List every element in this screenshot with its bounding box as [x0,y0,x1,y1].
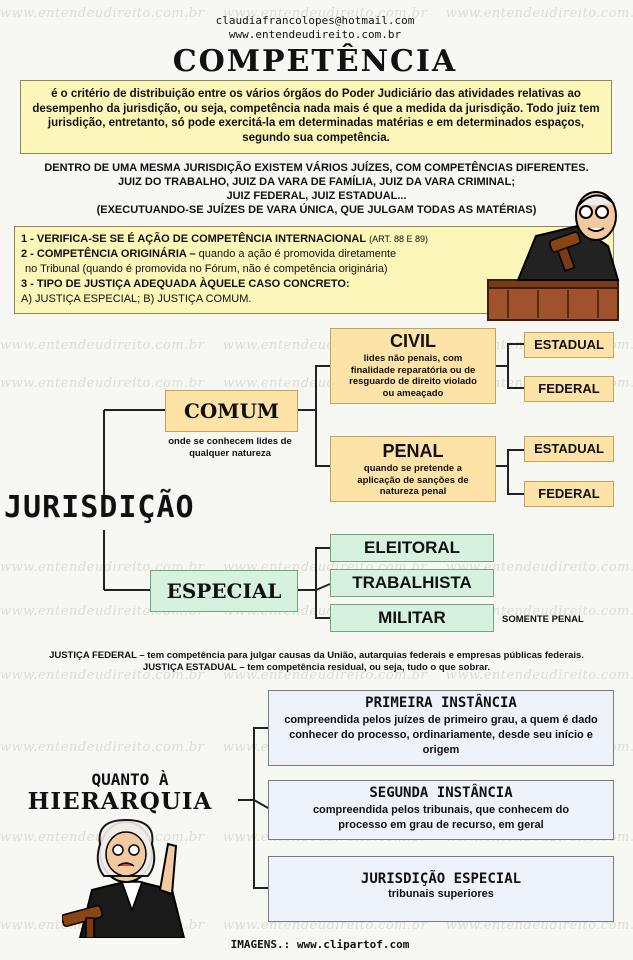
segunda-desc: compreendida pelos tribunais, que conhec… [312,804,570,831]
quanto-a-label: QUANTO À [91,770,169,789]
civil-node: CIVIL lides não penais, com finalidade r… [330,328,496,404]
jurisdicao-root: JURISDIÇÃO [4,490,195,525]
especial-label: ESPECIAL [166,579,282,603]
comum-label: COMUM [183,399,280,423]
justica-federal-note: JUSTIÇA FEDERAL – tem competência para j… [49,650,584,661]
definition-text: é o critério de distribuição entre os vá… [32,88,600,144]
penal-node: PENAL quando se pretende a aplicação de … [330,436,496,502]
watermark-row: www.entendeudireito.com.br www.entendeud… [0,668,633,683]
intro-line-3: JUIZ FEDERAL, JUIZ ESTADUAL... [226,190,407,202]
step-3: 3 - TIPO DE JUSTIÇA ADEQUADA ÀQUELE CASO… [21,278,350,290]
civil-title: CIVIL [389,331,436,351]
primeira-title: PRIMEIRA INSTÂNCIA [365,695,517,711]
intro-line-2: JUIZ DO TRABALHO, JUIZ DA VARA DE FAMÍLI… [117,176,515,188]
civil-estadual: ESTADUAL [524,332,614,358]
step-1: 1 - VERIFICA-SE SE É AÇÃO DE COMPETÊNCIA… [21,233,429,245]
definition-box: é o critério de distribuição entre os vá… [20,80,612,154]
intro-line-1: DENTRO DE UMA MESMA JURISDIÇÃO EXISTEM V… [44,162,589,174]
header-email[interactable]: claudiafrancolopes@hotmail.com [215,14,415,27]
page-title: COMPETÊNCIA [172,44,458,79]
watermark-row: www.entendeudireito.com.br www.entendeud… [0,6,633,21]
header-site[interactable]: www.entendeudireito.com.br [228,28,402,41]
trabalhista-node: TRABALHISTA [330,569,494,597]
primeira-desc: compreendida pelos juízes de primeiro gr… [284,714,598,756]
penal-estadual: ESTADUAL [524,436,614,462]
judge-gavel-illustration [487,191,620,321]
hierarquia-item-segunda: SEGUNDA INSTÂNCIA compreendida pelos tri… [268,780,614,840]
comum-note: onde se conhecem lides de qualquer natur… [168,436,292,459]
footer-credit[interactable]: IMAGENS.: www.clipartof.com [230,938,410,951]
penal-title: PENAL [382,441,444,461]
step-2: 2 - COMPETÊNCIA ORIGINÁRIA – quando a aç… [21,248,397,260]
especial-desc: tribunais superiores [388,888,494,900]
hierarquia-item-especial: JURISDIÇÃO ESPECIAL tribunais superiores [268,856,614,922]
comum-node: COMUM [165,390,298,432]
civil-desc: lides não penais, com finalidade reparat… [349,353,477,399]
eleitoral-node: ELEITORAL [330,534,494,562]
intro-line-4: (EXECUTUANDO-SE JUÍZES DE VARA ÚNICA, QU… [96,204,537,216]
especial-node: ESPECIAL [150,570,298,612]
militar-node: MILITAR [330,604,494,632]
step-2-cont: no Tribunal (quando é promovida no Fórum… [25,263,388,275]
especial-title: JURISDIÇÃO ESPECIAL [360,871,522,887]
militar-note: SOMENTE PENAL [502,614,584,625]
step-3-cont: A) JUSTIÇA ESPECIAL; B) JUSTIÇA COMUM. [21,293,252,305]
judge-pointing-illustration [62,818,186,938]
hierarquia-item-primeira: PRIMEIRA INSTÂNCIA compreendida pelos ju… [268,690,614,766]
penal-federal: FEDERAL [524,481,614,507]
hierarquia-title: HIERARQUIA [27,788,213,815]
civil-federal: FEDERAL [524,376,614,402]
justica-estadual-note: JUSTIÇA ESTADUAL – tem competência resid… [142,662,491,673]
segunda-title: SEGUNDA INSTÂNCIA [369,785,513,801]
penal-desc: quando se pretende a aplicação de sançõe… [357,463,469,497]
